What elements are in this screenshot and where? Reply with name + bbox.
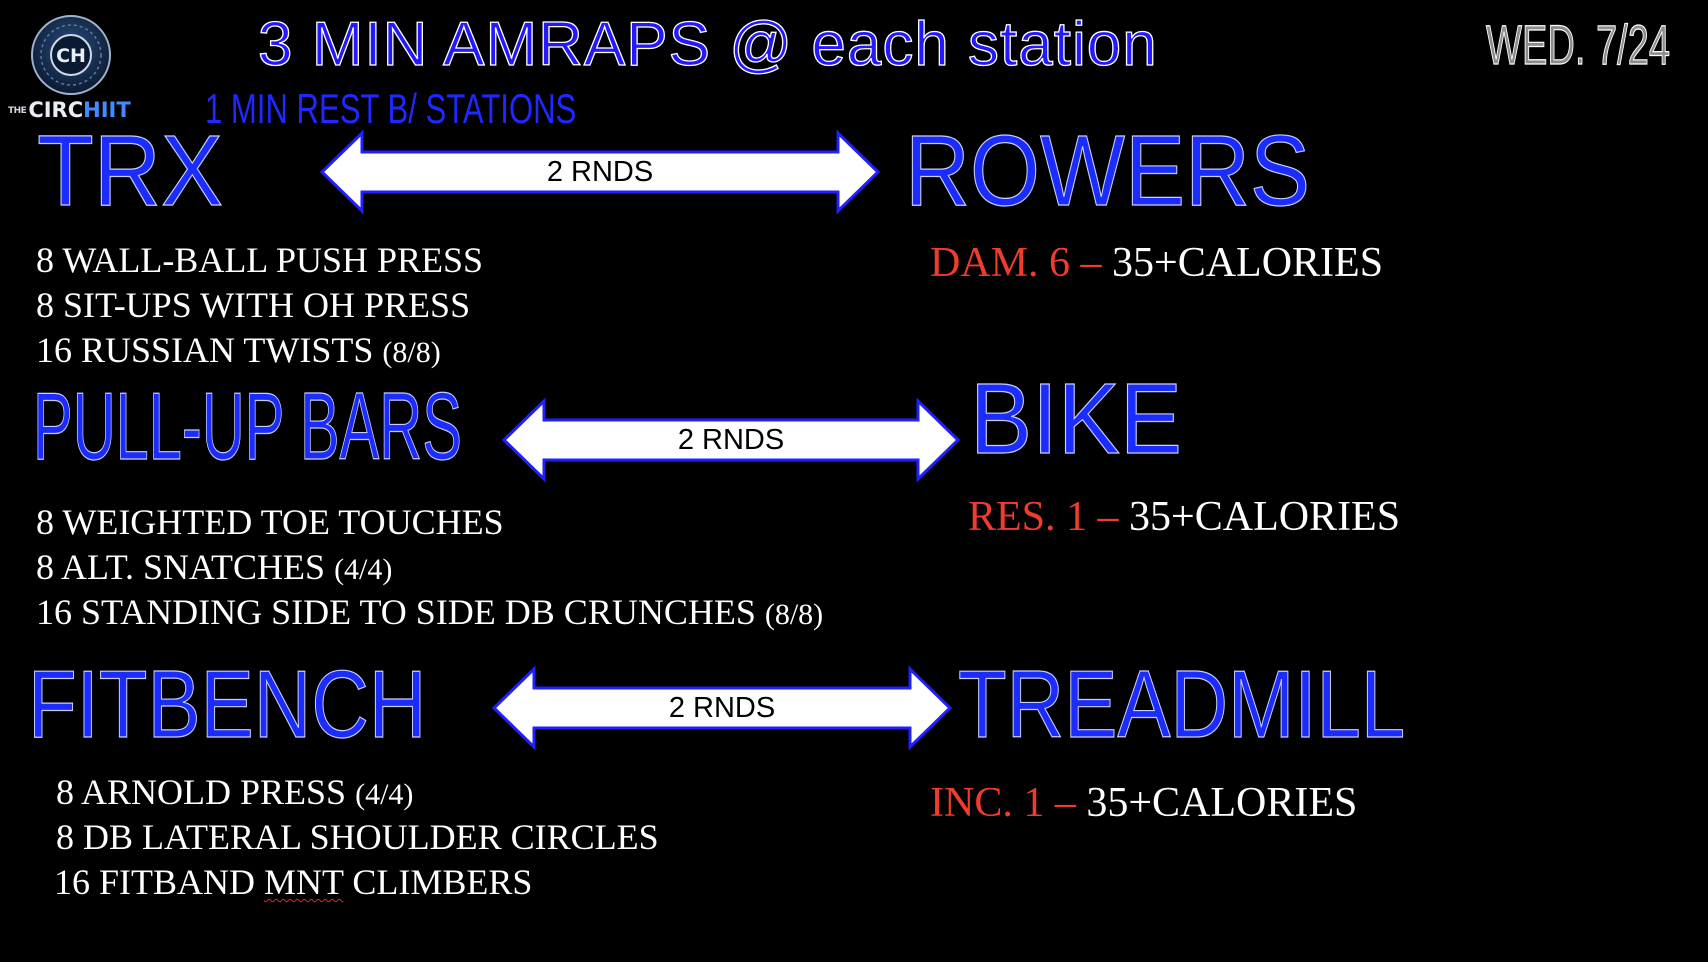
exercise-text: 16 STANDING SIDE TO SIDE DB CRUNCHES [36, 592, 765, 632]
workout-date: WED. 7/24 [1486, 12, 1671, 76]
exercise-text: 16 FITBAND [54, 862, 265, 902]
exercise-text: 16 RUSSIAN TWISTS [36, 330, 383, 370]
cardio-target: 35+CALORIES [1086, 780, 1358, 826]
exercise-text: 8 ALT. SNATCHES [36, 547, 335, 587]
logo-wordmark-circ: CIRC [28, 98, 84, 122]
page-title: 3 MIN AMRAPS @ each station [257, 9, 1158, 79]
exercise-item: 8 ALT. SNATCHES (4/4) [36, 545, 823, 590]
exercise-item: 16 RUSSIAN TWISTS (8/8) [36, 328, 483, 373]
rounds-label: 2 RNDS [546, 156, 654, 188]
station-rowers-heading: ROWERS [904, 115, 1310, 227]
cardio-target: 35+CALORIES [1129, 494, 1401, 540]
spellcheck-underlined-word: MNT [264, 862, 344, 902]
exercise-item: 8 SIT-UPS WITH OH PRESS [36, 283, 483, 328]
cardio-setting: RES. 1 – [968, 494, 1130, 540]
exercise-note: (8/8) [382, 336, 441, 369]
exercise-item: 16 FITBAND MNT CLIMBERS [54, 860, 659, 905]
exercise-note: (4/4) [334, 553, 393, 586]
rest-instruction: 1 MIN REST B/ STATIONS [205, 85, 577, 132]
rounds-label: 2 RNDS [668, 692, 776, 724]
exercise-text-after: CLIMBERS [343, 862, 533, 902]
exercise-list-pullup-bars: 8 WEIGHTED TOE TOUCHES 8 ALT. SNATCHES (… [36, 500, 823, 635]
station-treadmill-heading: TREADMILL [958, 650, 1406, 758]
exercise-item: 16 STANDING SIDE TO SIDE DB CRUNCHES (8/… [36, 590, 823, 635]
station-fitbench-heading: FITBENCH [28, 650, 427, 758]
exercise-item: 8 DB LATERAL SHOULDER CIRCLES [56, 815, 659, 860]
exercise-item: 8 ARNOLD PRESS (4/4) [56, 770, 659, 815]
cardio-treadmill: INC. 1 – 35+CALORIES [930, 778, 1357, 828]
rounds-label: 2 RNDS [677, 424, 785, 456]
station-trx-heading: TRX [36, 115, 223, 227]
exercise-list-fitbench: 8 ARNOLD PRESS (4/4) 8 DB LATERAL SHOULD… [54, 770, 659, 905]
exercise-list-trx: 8 WALL-BALL PUSH PRESS 8 SIT-UPS WITH OH… [36, 238, 483, 373]
logo-wordmark: THECIRCHIIT [8, 98, 131, 122]
exercise-item: 8 WALL-BALL PUSH PRESS [36, 238, 483, 283]
exercise-text: 8 ARNOLD PRESS [56, 772, 356, 812]
exercise-item: 8 WEIGHTED TOE TOUCHES [36, 500, 823, 545]
station-bike-heading: BIKE [969, 363, 1182, 475]
cardio-rowers: DAM. 6 – 35+CALORIES [930, 238, 1383, 288]
exercise-text: 8 WALL-BALL PUSH PRESS [36, 240, 484, 280]
logo-monogram: CH [56, 45, 86, 67]
double-arrow-icon [502, 398, 960, 482]
cardio-target: 35+CALORIES [1112, 240, 1384, 286]
exercise-note: (4/4) [355, 778, 414, 811]
exercise-text: 8 WEIGHTED TOE TOUCHES [36, 502, 504, 542]
double-arrow-icon [320, 130, 880, 214]
double-arrow-icon [492, 666, 952, 750]
logo-wordmark-prefix: THE [8, 106, 27, 116]
cardio-bike: RES. 1 – 35+CALORIES [968, 492, 1400, 542]
circhiit-logo: CH [31, 15, 111, 95]
cardio-setting: DAM. 6 – [930, 240, 1113, 286]
logo-wordmark-hiit: HIIT [83, 98, 131, 122]
cardio-setting: INC. 1 – [930, 780, 1087, 826]
exercise-note: (8/8) [764, 598, 824, 631]
exercise-text: 8 DB LATERAL SHOULDER CIRCLES [56, 817, 659, 857]
exercise-text: 8 SIT-UPS WITH OH PRESS [36, 285, 471, 325]
station-pullup-bars-heading: PULL-UP BARS [33, 372, 463, 480]
